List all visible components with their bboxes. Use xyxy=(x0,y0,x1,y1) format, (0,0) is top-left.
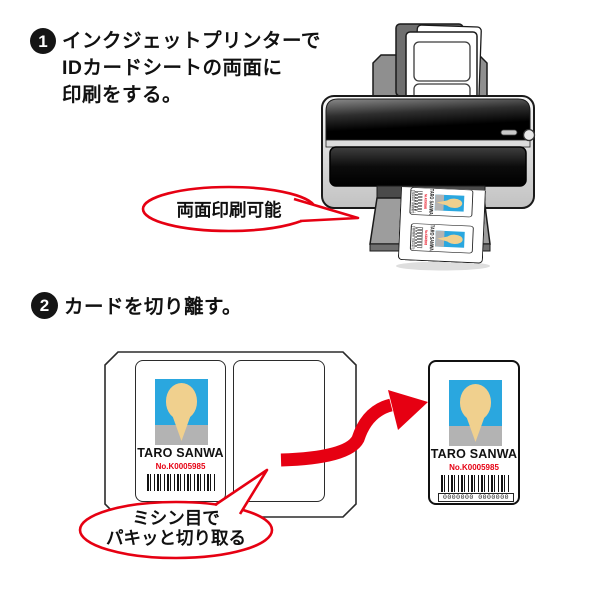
duplex-bubble-text: 両面印刷可能 xyxy=(176,200,282,220)
barcode xyxy=(147,474,217,491)
blank-card-outline xyxy=(233,360,325,502)
blank-card-outline-top xyxy=(413,41,471,82)
id-card-printed-on-sheet: TARO SANWA No.K0005985 0000000 0000000 xyxy=(135,360,226,502)
perforation-bubble-tail xyxy=(214,468,269,515)
perforation-bubble-text: ミシン目で パキッと切り取る xyxy=(106,508,246,548)
step2-badge: 2 xyxy=(31,292,58,319)
card-number: No.K0005985 xyxy=(155,462,206,471)
step2-number: 2 xyxy=(39,296,50,315)
step1-text: インクジェットプリンターで IDカードシートの両面に 印刷をする。 xyxy=(62,30,321,106)
person-head xyxy=(165,382,198,420)
step1-badge: 1 xyxy=(30,28,56,54)
barcode xyxy=(441,475,511,492)
step1-number: 1 xyxy=(38,31,48,51)
person-head xyxy=(459,383,492,421)
card-photo xyxy=(155,379,208,445)
card-name: TARO SANWA xyxy=(430,447,518,461)
card-photo xyxy=(449,380,502,446)
card-number: No.K0005985 xyxy=(449,463,499,472)
cut-arrow-shaft xyxy=(280,398,393,467)
power-button xyxy=(522,128,536,142)
id-card-separated: TARO SANWA No.K0005985 0000000 0000000 xyxy=(428,360,520,505)
cut-arrow-head xyxy=(388,390,428,430)
perforation-bubble xyxy=(78,500,274,560)
status-indicator xyxy=(500,129,518,136)
barcode-digits: 0000000 0000000 xyxy=(438,493,514,502)
duplex-bubble-tail xyxy=(293,197,360,223)
step2-text: カードを切り離す。 xyxy=(64,296,243,318)
card-name: TARO SANWA xyxy=(137,446,224,460)
printer-shadow xyxy=(396,261,490,271)
